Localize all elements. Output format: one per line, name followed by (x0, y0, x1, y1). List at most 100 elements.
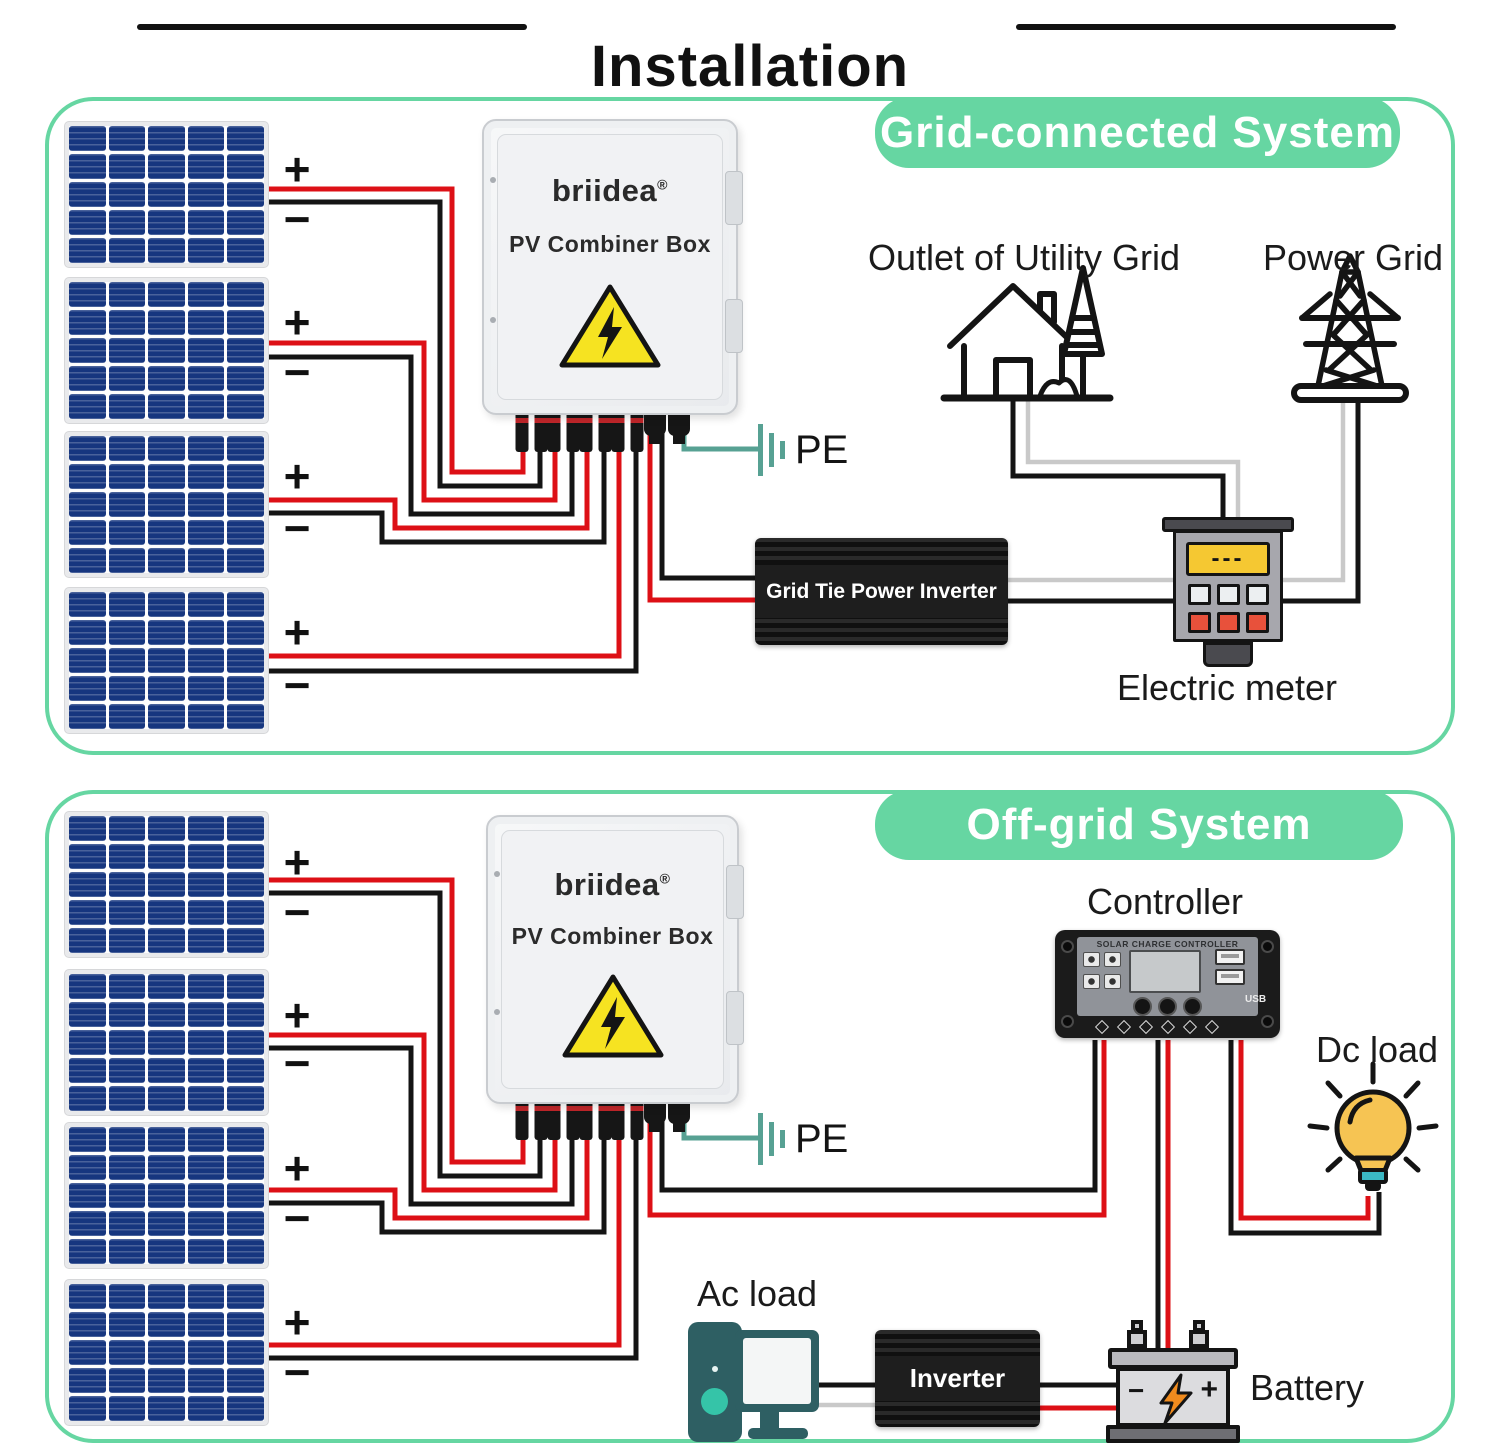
panel-negative-label: − (283, 346, 311, 398)
solar-panel-cells (69, 126, 264, 263)
panel-negative-label: − (283, 1192, 311, 1244)
dc-load-label: Dc load (1315, 1029, 1439, 1070)
panel-negative-label: − (283, 659, 311, 711)
controller-screw (1261, 940, 1274, 953)
monitor-stand (760, 1410, 779, 1432)
solar-panel (65, 812, 268, 957)
battery-terminal (1127, 1330, 1147, 1348)
combiner-screw (490, 177, 496, 183)
battery-terminal (1189, 1330, 1209, 1348)
solar-panel (65, 432, 268, 577)
controller-panel: SOLAR CHARGE CONTROLLER USB (1077, 937, 1266, 1016)
battery-plus-sign: + (1200, 1373, 1218, 1406)
combiner-brand: briidea® (484, 173, 736, 209)
solar-charge-controller: SOLAR CHARGE CONTROLLER USB (1055, 930, 1280, 1038)
controller-settings-icon (1104, 952, 1121, 967)
grid-output-wires (647, 426, 760, 603)
controller-screw (1261, 1015, 1274, 1028)
controller-timer-icon (1083, 974, 1100, 989)
combiner-screw (490, 317, 496, 323)
registered-mark: ® (657, 176, 668, 193)
panel-negative-label: − (283, 886, 311, 938)
meter-button (1188, 612, 1211, 633)
terminal-icon (1160, 1019, 1176, 1035)
pe-label: PE (795, 428, 849, 472)
usb-port (1215, 949, 1245, 965)
offgrid-section-frame (45, 790, 1455, 1443)
utility-outlet-house-icon (940, 265, 1114, 402)
panel-positive-label: + (283, 1296, 311, 1348)
pe-label: PE (795, 1117, 849, 1161)
panel-positive-label: + (283, 836, 311, 888)
panel-positive-label: + (283, 296, 311, 348)
solar-panel (65, 1280, 268, 1425)
panel-positive-label: + (283, 989, 311, 1041)
controller-mode-icon (1083, 952, 1100, 967)
usb-port (1215, 969, 1245, 985)
usb-label: USB (1245, 994, 1267, 1005)
monitor-foot (748, 1428, 808, 1439)
electric-meter-label: Electric meter (1116, 667, 1338, 708)
brand-text: briidea (552, 173, 658, 208)
solar-panel-cells (69, 282, 264, 419)
controller-panel-title: SOLAR CHARGE CONTROLLER (1096, 939, 1239, 949)
controller-lcd-screen (1129, 950, 1201, 993)
tower-power-button (701, 1388, 728, 1415)
controller-screw (1061, 940, 1074, 953)
brand-text: briidea (554, 867, 660, 902)
meter-display: --- (1186, 542, 1270, 576)
panel-negative-label: − (283, 1037, 311, 1089)
outlet-of-utility-grid-label: Outlet of Utility Grid (867, 237, 1181, 278)
inverter-label-band: Inverter (875, 1356, 1040, 1401)
offgrid-inverter: Inverter (875, 1330, 1040, 1427)
meter-button (1246, 584, 1269, 605)
solar-panel-cells (69, 592, 264, 729)
terminal-icon (1182, 1019, 1198, 1035)
panel-negative-label: − (283, 193, 311, 245)
battery-body: − + (1116, 1367, 1230, 1427)
controller-button (1183, 997, 1202, 1016)
monitor-screen (743, 1338, 811, 1404)
page-title: Installation (590, 33, 910, 99)
terminal-icon (1138, 1019, 1154, 1035)
battery-top-bar (1108, 1348, 1238, 1369)
electric-meter-stub (1203, 642, 1253, 667)
pv-combiner-box: briidea® PV Combiner Box (482, 119, 743, 415)
solar-panel-cells (69, 1127, 264, 1264)
power-grid-label: Power Grid (1262, 237, 1444, 278)
solar-panel-cells (69, 816, 264, 953)
terminal-icon (1204, 1019, 1220, 1035)
grid-section-frame (45, 97, 1455, 755)
ac-load-label: Ac load (696, 1273, 818, 1314)
combiner-hinge (726, 991, 744, 1045)
combiner-screw (494, 1009, 500, 1015)
title-rule-left (137, 24, 527, 30)
panel-positive-label: + (283, 1142, 311, 1194)
controller-button (1158, 997, 1177, 1016)
solar-panel (65, 970, 268, 1115)
panel-negative-label: − (283, 1346, 311, 1398)
controller-lock-icon (1104, 974, 1121, 989)
title-rule-right (1016, 24, 1396, 30)
terminal-icon (1094, 1019, 1110, 1035)
ac-load-computer-tower (688, 1322, 742, 1442)
panel-positive-label: + (283, 450, 311, 502)
controller-screw (1061, 1015, 1074, 1028)
warning-triangle-icon (559, 284, 661, 368)
offgrid-section-title: Off-grid System (966, 800, 1312, 849)
registered-mark: ® (659, 870, 671, 887)
battery-base (1106, 1425, 1240, 1443)
grid-section-header: Grid-connected System (875, 97, 1400, 168)
grid-tie-inverter-label: Grid Tie Power Inverter (766, 579, 997, 603)
meter-button (1246, 612, 1269, 633)
solar-panel (65, 278, 268, 423)
dc-load-bulb-icon (1307, 1061, 1439, 1191)
combiner-brand: briidea® (488, 867, 737, 903)
meter-button (1217, 612, 1240, 633)
inverter-label: Inverter (909, 1363, 1006, 1393)
solar-panel-cells (69, 1284, 264, 1421)
panel-positive-label: + (283, 143, 311, 195)
combiner-product-label: PV Combiner Box (511, 923, 714, 949)
